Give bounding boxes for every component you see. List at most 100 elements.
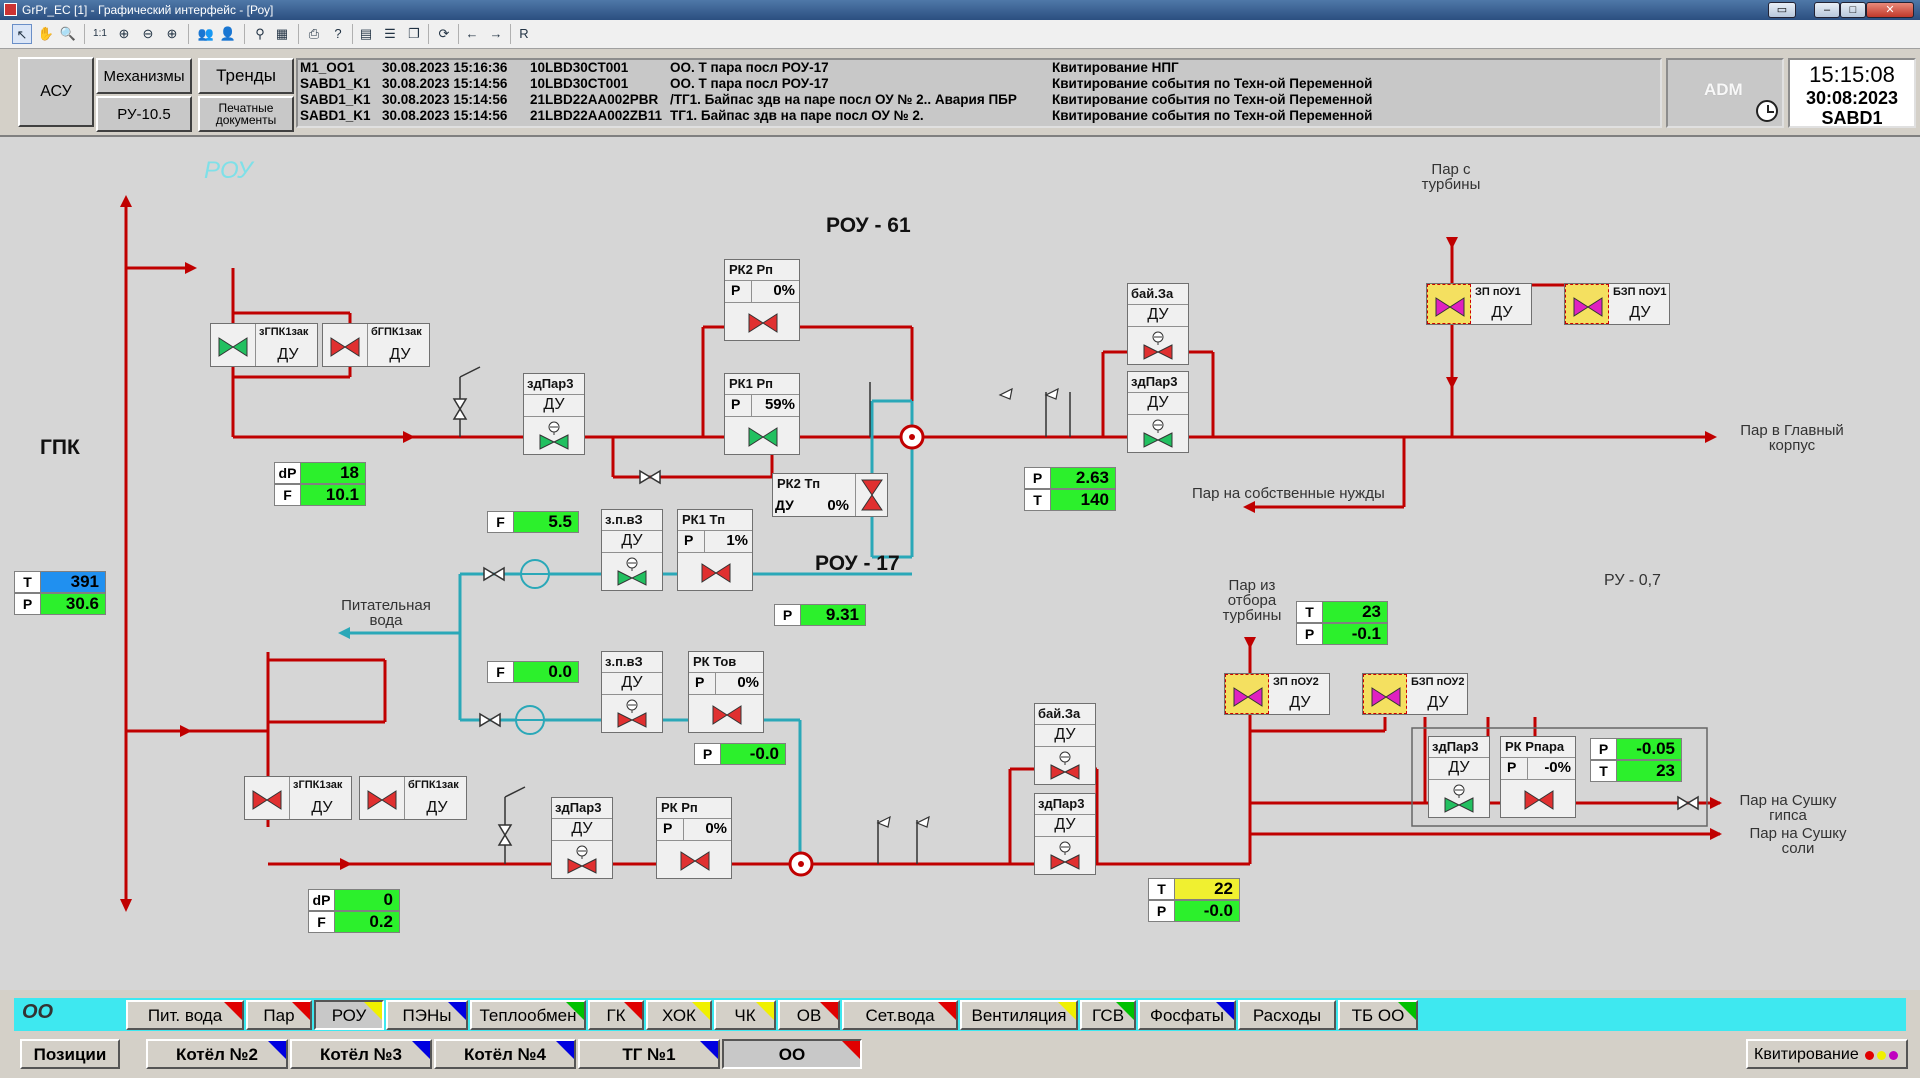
measure-p_rou17-0[interactable]: Р-0.0 (694, 743, 786, 765)
nav-tab-5[interactable]: ГК (588, 1000, 644, 1030)
zoom-in-icon[interactable]: ⊕ (166, 26, 178, 41)
nav-tab-10[interactable]: Вентиляция (960, 1000, 1078, 1030)
nav-tab-4[interactable]: Теплообмен (470, 1000, 586, 1030)
acknowledge-button[interactable]: Квитирование (1746, 1039, 1908, 1069)
ru105-button[interactable]: РУ-10.5 (96, 96, 192, 132)
zoom-out-icon[interactable]: ⊖ (142, 26, 154, 41)
nav-tab-7[interactable]: ЧК (714, 1000, 776, 1030)
trends-button[interactable]: Тренды (198, 58, 294, 94)
alarm-list[interactable]: M1_OO1 30.08.2023 15:16:36 10LBD30CT001 … (296, 58, 1662, 128)
measure-tp_out-1[interactable]: Р-0.0 (1148, 900, 1240, 922)
measure-value: 2.63 (1051, 468, 1115, 488)
measure-ru07-0[interactable]: Р-0.05 (1590, 738, 1682, 760)
clock-icon[interactable] (1756, 100, 1778, 122)
pan-tool-icon[interactable]: ✋ (37, 26, 55, 41)
mechanisms-button[interactable]: Механизмы (96, 58, 192, 94)
nav-tab-0[interactable]: Пит. вода (126, 1000, 244, 1030)
minimize-button[interactable]: – (1814, 2, 1840, 18)
binoculars-icon[interactable]: ⚲ (255, 26, 265, 41)
bottom-tab-2[interactable]: Котёл №4 (434, 1039, 576, 1069)
nav-tab-12[interactable]: Фосфаты (1138, 1000, 1236, 1030)
bottom-tab-1[interactable]: Котёл №3 (290, 1039, 432, 1069)
nav-tab-13[interactable]: Расходы (1238, 1000, 1336, 1030)
user-remove-icon[interactable]: 👤 (219, 26, 237, 41)
zoom-1to1-icon[interactable]: 1:1 (93, 28, 107, 39)
nav-tab-3[interactable]: ПЭНы (386, 1000, 468, 1030)
users-icon[interactable]: 👥 (197, 26, 215, 41)
zoom-fit-icon[interactable]: ⊕ (118, 26, 130, 41)
pointer-tool-icon[interactable]: ↖ (12, 24, 32, 44)
windows-icon[interactable]: ❐ (408, 26, 420, 41)
print-icon[interactable]: ⎙ (308, 26, 320, 41)
nav-tab-11[interactable]: ГСВ (1080, 1000, 1136, 1030)
measure-tp_extr-1[interactable]: Р-0.1 (1296, 623, 1388, 645)
layout-icon[interactable]: ▤ (359, 26, 373, 41)
valve-icon (327, 330, 363, 365)
close-button[interactable]: ✕ (1866, 2, 1914, 18)
nav-tab-1[interactable]: Пар (246, 1000, 312, 1030)
list-icon[interactable]: ☰ (384, 26, 396, 41)
window-restore-icon[interactable]: ▭ (1768, 2, 1796, 18)
asu-button[interactable]: АСУ (18, 57, 94, 127)
valve-mode: ДУ (1054, 726, 1076, 743)
help-icon[interactable]: ? (334, 26, 342, 41)
bottom-tab-0[interactable]: Котёл №2 (146, 1039, 288, 1069)
calculator-icon[interactable]: ▦ (275, 26, 289, 41)
refresh-icon[interactable]: ⟳ (438, 26, 450, 41)
nav-tab-2[interactable]: РОУ (314, 1000, 384, 1030)
maximize-button[interactable]: □ (1840, 2, 1866, 18)
nav-tab-6[interactable]: ХОК (646, 1000, 712, 1030)
positions-button[interactable]: Позиции (20, 1039, 120, 1069)
nav-tab-14[interactable]: ТБ ОО (1338, 1000, 1418, 1030)
valve-name: ЗП пОУ1 (1475, 286, 1521, 298)
zoom-tool-icon[interactable]: 🔍 (59, 26, 77, 41)
r-button[interactable]: R (519, 26, 529, 41)
nav-tab-8[interactable]: ОВ (778, 1000, 840, 1030)
bottom-tab-4[interactable]: ОО (722, 1039, 862, 1069)
forward-arrow-icon[interactable]: → (489, 26, 503, 41)
print-docs-button[interactable]: Печатные документы (198, 96, 294, 132)
rou61-title: РОУ - 61 (826, 214, 911, 237)
bottom-tab-3[interactable]: ТГ №1 (578, 1039, 720, 1069)
nav-tab-9[interactable]: Сет.вода (842, 1000, 958, 1030)
back-arrow-icon[interactable]: ← (465, 26, 479, 41)
